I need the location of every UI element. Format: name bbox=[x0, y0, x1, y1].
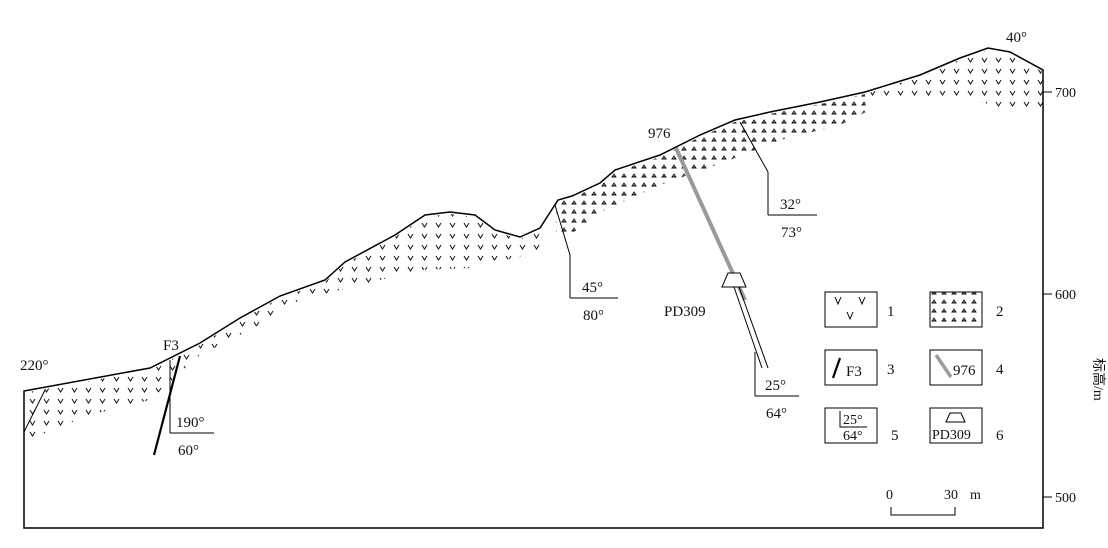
attitude-3-dip: 73° bbox=[781, 225, 802, 241]
legend-text-5b: 64° bbox=[843, 429, 863, 444]
attitude-4-dip: 64° bbox=[766, 406, 787, 422]
azimuth-right-label: 40° bbox=[1006, 30, 1027, 46]
attitude-3-strike: 32° bbox=[780, 197, 801, 213]
attitude-marker-2: 45° 80° bbox=[554, 204, 618, 324]
legend-text-4: 976 bbox=[953, 363, 976, 379]
v-pattern-icon bbox=[834, 296, 866, 321]
borehole-icon bbox=[934, 354, 953, 378]
attitude-marker-4: 25° 64° bbox=[754, 352, 799, 422]
legend-box-2 bbox=[929, 291, 983, 328]
attitude-icon bbox=[839, 411, 867, 428]
scale-end-label: 30 bbox=[944, 488, 958, 503]
borehole-976-label: 976 bbox=[648, 126, 671, 142]
legend-text-6: PD309 bbox=[932, 428, 971, 443]
layer-1-v-pattern bbox=[24, 50, 1043, 440]
attitude-1-strike: 190° bbox=[176, 415, 205, 431]
elevation-tick-700: 700 bbox=[1055, 86, 1076, 101]
elevation-tick-500: 500 bbox=[1055, 491, 1076, 506]
attitude-marker-1: 190° 60° bbox=[23, 360, 214, 459]
attitude-1-dip: 60° bbox=[178, 443, 199, 459]
adit-pd309-label: PD309 bbox=[664, 304, 706, 320]
layer-2-triangle-pattern bbox=[556, 94, 866, 235]
scale-start-label: 0 bbox=[886, 488, 893, 503]
topography-outline bbox=[23, 47, 1044, 529]
legend: 1 2 F3 3 976 4 25° 64° 5 PD309 6 bbox=[824, 291, 1004, 444]
fault-f3-line bbox=[152, 355, 182, 456]
scale-unit-label: m bbox=[970, 488, 981, 503]
legend-num-4: 4 bbox=[996, 362, 1004, 378]
legend-num-1: 1 bbox=[887, 304, 895, 320]
scale-bar: 0 30 m bbox=[886, 488, 981, 516]
fault-f3-label: F3 bbox=[163, 338, 179, 354]
legend-text-5a: 25° bbox=[843, 413, 863, 428]
legend-box-5 bbox=[824, 407, 878, 444]
fault-line-icon bbox=[831, 357, 842, 379]
legend-num-3: 3 bbox=[887, 362, 895, 378]
legend-num-2: 2 bbox=[996, 304, 1004, 320]
attitude-2-strike: 45° bbox=[582, 280, 603, 296]
legend-text-3: F3 bbox=[846, 364, 862, 380]
elevation-axis: 700 600 500 标高/m bbox=[1043, 86, 1107, 506]
attitude-4-strike: 25° bbox=[765, 378, 786, 394]
elevation-axis-label: 标高/m bbox=[1090, 358, 1107, 401]
adit-icon bbox=[945, 412, 966, 423]
adit-pd309: PD309 bbox=[664, 272, 769, 369]
legend-num-5: 5 bbox=[891, 428, 899, 444]
legend-box-3 bbox=[824, 349, 878, 386]
elevation-tick-600: 600 bbox=[1055, 288, 1076, 303]
legend-box-1 bbox=[824, 291, 878, 328]
azimuth-left-label: 220° bbox=[20, 358, 49, 374]
legend-num-6: 6 bbox=[996, 428, 1004, 444]
attitude-marker-3: 32° 73° bbox=[739, 121, 817, 241]
attitude-2-dip: 80° bbox=[583, 308, 604, 324]
